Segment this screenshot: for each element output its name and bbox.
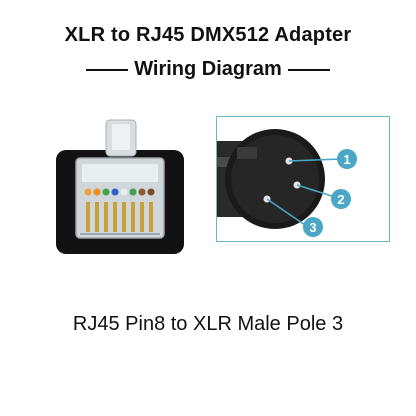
pin-badge-1 xyxy=(337,149,357,169)
rj45-plug-image xyxy=(56,119,184,254)
diagram-subtitle: Wiring Diagram xyxy=(134,58,282,80)
left-rule xyxy=(86,68,129,71)
rj45-gold-contacts xyxy=(86,202,153,232)
latch-highlight xyxy=(112,124,130,150)
xlr-latch xyxy=(237,147,257,159)
pin-badge-3 xyxy=(303,217,323,237)
pin-badge-label-2: 2 xyxy=(337,192,344,207)
xlr-connector-image: 1 2 3 xyxy=(217,129,357,237)
leader-line-3 xyxy=(266,198,306,226)
leader-line-1 xyxy=(288,158,342,162)
wiring-caption: RJ45 Pin8 to XLR Male Pole 3 xyxy=(72,313,344,335)
leader-line-2 xyxy=(296,184,336,198)
pin-badge-label-1: 1 xyxy=(343,152,350,167)
diagram-title: XLR to RJ45 DMX512 Adapter xyxy=(64,24,352,46)
rj45-wire-colors xyxy=(84,188,155,196)
pin-badge-2 xyxy=(331,189,351,209)
xlr-connector-frame: 1 2 3 xyxy=(216,116,390,242)
clear-body-top xyxy=(82,164,158,182)
subtitle-row: Wiring Diagram xyxy=(0,58,416,81)
right-rule xyxy=(287,68,330,71)
pin-badge-label-3: 3 xyxy=(309,220,316,235)
